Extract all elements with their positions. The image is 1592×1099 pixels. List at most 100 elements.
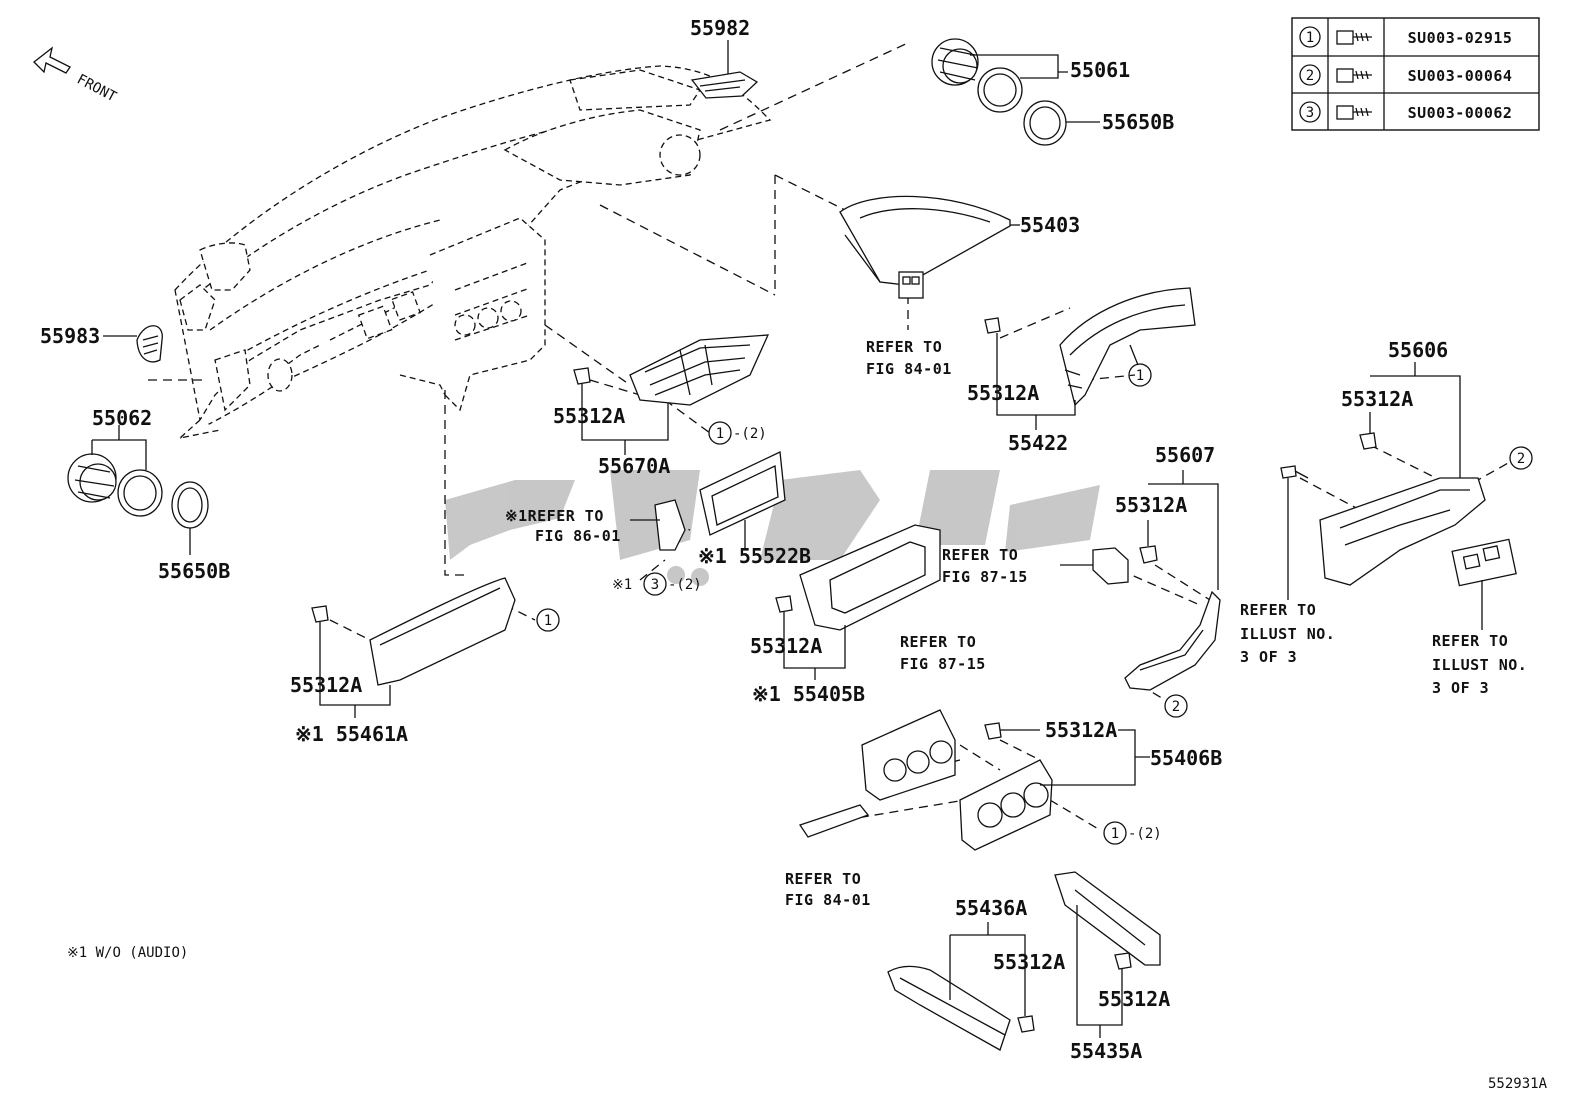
label-55983: 55983 — [40, 324, 100, 348]
label-55422: 55422 — [1008, 431, 1068, 455]
svg-text:※1REFER TO: ※1REFER TO — [505, 507, 604, 525]
svg-text:3 OF 3: 3 OF 3 — [1432, 679, 1489, 697]
callout-3-icon: 3 — [651, 577, 659, 593]
svg-text:3 OF 3: 3 OF 3 — [1240, 648, 1297, 666]
switch-strip-icon — [798, 804, 870, 838]
screw-icon — [1336, 105, 1372, 120]
svg-text:FIG 84-01: FIG 84-01 — [785, 891, 871, 909]
label-55061: 55061 — [1070, 58, 1130, 82]
label-55461A: ※1 55461A — [295, 722, 408, 746]
label-55670A: 55670A — [598, 454, 670, 478]
label-55312A: 55312A — [290, 673, 362, 697]
instrument-panel — [174, 65, 772, 440]
svg-text:REFER TO: REFER TO — [1432, 632, 1508, 650]
part-55406B-illustration — [861, 709, 1053, 851]
connector-icon — [1060, 547, 1129, 585]
part-55982-illustration — [690, 71, 759, 99]
svg-text:REFER TO: REFER TO — [785, 870, 861, 888]
label-55312A: 55312A — [1045, 718, 1117, 742]
label-55062: 55062 — [92, 406, 152, 430]
label-55607: 55607 — [1155, 443, 1215, 467]
callout-1-icon: 1 — [1136, 368, 1144, 384]
label-55312A: 55312A — [1098, 987, 1170, 1011]
fastener-number: 3 — [1306, 105, 1314, 121]
part-55436A-illustration — [887, 965, 1011, 1051]
clip-icon — [1017, 1015, 1035, 1033]
refer-note-fig-86-01: ※1REFER TO FIG 86-01 — [505, 507, 620, 545]
svg-text:ILLUST NO.: ILLUST NO. — [1240, 625, 1335, 643]
clip-icon — [1139, 545, 1158, 564]
clip-icon — [984, 317, 1001, 334]
label-55312A: 55312A — [967, 381, 1039, 405]
fastener-number: 2 — [1306, 68, 1314, 84]
front-label: FRONT — [74, 71, 119, 105]
footnote: ※1 W/O (AUDIO) — [67, 945, 188, 961]
refer-note-illust-3-of-3: REFER TO ILLUST NO. 3 OF 3 — [1432, 632, 1527, 697]
callout-suffix: -(2) — [668, 577, 702, 593]
fastener-row: 2 SU003-00064 — [1299, 64, 1513, 86]
part-55522B-illustration — [654, 451, 786, 551]
clip-icon — [775, 595, 793, 613]
callout-1-icon: 1 — [544, 613, 552, 629]
callout-suffix: -(2) — [1128, 826, 1162, 842]
callout-2-icon: 2 — [1517, 451, 1525, 467]
fastener-part-number: SU003-02915 — [1408, 29, 1513, 47]
svg-text:FIG 87-15: FIG 87-15 — [942, 568, 1028, 586]
label-55650B-top: 55650B — [1102, 110, 1174, 134]
svg-text:FIG 84-01: FIG 84-01 — [866, 360, 952, 378]
svg-text:REFER TO: REFER TO — [942, 546, 1018, 564]
callout-suffix: -(2) — [733, 426, 767, 442]
fastener-number: 1 — [1306, 30, 1314, 46]
part-55983-illustration — [136, 325, 163, 363]
clip-icon — [1359, 432, 1377, 450]
screw-icon — [1336, 30, 1372, 45]
part-55461A-illustration — [369, 577, 516, 686]
switch-icon — [898, 271, 924, 299]
label-55312A: 55312A — [553, 404, 625, 428]
fastener-part-number: SU003-00062 — [1408, 104, 1513, 122]
label-55982: 55982 — [690, 16, 750, 40]
refer-note-fig-84-01: REFER TO FIG 84-01 — [785, 870, 871, 909]
callout-1-icon: 1 — [716, 426, 724, 442]
screw-icon — [1280, 465, 1309, 479]
label-55312A: 55312A — [750, 634, 822, 658]
label-55403: 55403 — [1020, 213, 1080, 237]
clip-icon — [1114, 952, 1132, 970]
refer-note-illust-3-of-3: REFER TO ILLUST NO. 3 OF 3 — [1240, 601, 1335, 666]
label-55312A: 55312A — [1341, 387, 1413, 411]
label-55312A: 55312A — [1115, 493, 1187, 517]
label-55435A: 55435A — [1070, 1039, 1142, 1063]
part-55607-illustration — [1124, 590, 1221, 691]
label-55405B: ※1 55405B — [752, 682, 865, 706]
fastener-table: 1 SU003-02915 2 SU003-00064 3 SU003-0006 — [1291, 17, 1540, 131]
fastener-row: 1 SU003-02915 — [1299, 26, 1513, 48]
fastener-part-number: SU003-00064 — [1408, 67, 1513, 85]
part-55422-illustration — [1059, 287, 1196, 407]
svg-text:FIG 87-15: FIG 87-15 — [900, 655, 986, 673]
clip-icon — [311, 605, 329, 623]
part-55650B-left-illustration — [171, 481, 209, 529]
label-55436A: 55436A — [955, 896, 1027, 920]
svg-text:REFER TO: REFER TO — [866, 338, 942, 356]
refer-note-fig-84-01: REFER TO FIG 84-01 — [866, 338, 952, 378]
svg-text:REFER TO: REFER TO — [1240, 601, 1316, 619]
callout-1-icon: 1 — [1111, 826, 1119, 842]
watermark-logo — [445, 470, 1100, 586]
part-55403-illustration — [839, 195, 1011, 286]
svg-text:REFER TO: REFER TO — [900, 633, 976, 651]
label-55312A: 55312A — [993, 950, 1065, 974]
part-55405B-illustration — [799, 524, 941, 631]
front-arrow — [33, 46, 71, 74]
clip-icon — [984, 722, 1002, 740]
part-55435A-illustration — [1054, 871, 1161, 966]
callout-2-icon: 2 — [1172, 699, 1180, 715]
label-55606: 55606 — [1388, 338, 1448, 362]
figure-id: 552931A — [1488, 1076, 1548, 1092]
part-55062-illustration — [67, 453, 163, 517]
screw-icon — [1336, 68, 1372, 83]
fastener-row: 3 SU003-00062 — [1299, 101, 1513, 123]
label-55522B: ※1 55522B — [698, 544, 811, 568]
refer-note-fig-87-15: REFER TO FIG 87-15 — [900, 633, 986, 673]
part-55061-illustration — [931, 38, 1023, 113]
